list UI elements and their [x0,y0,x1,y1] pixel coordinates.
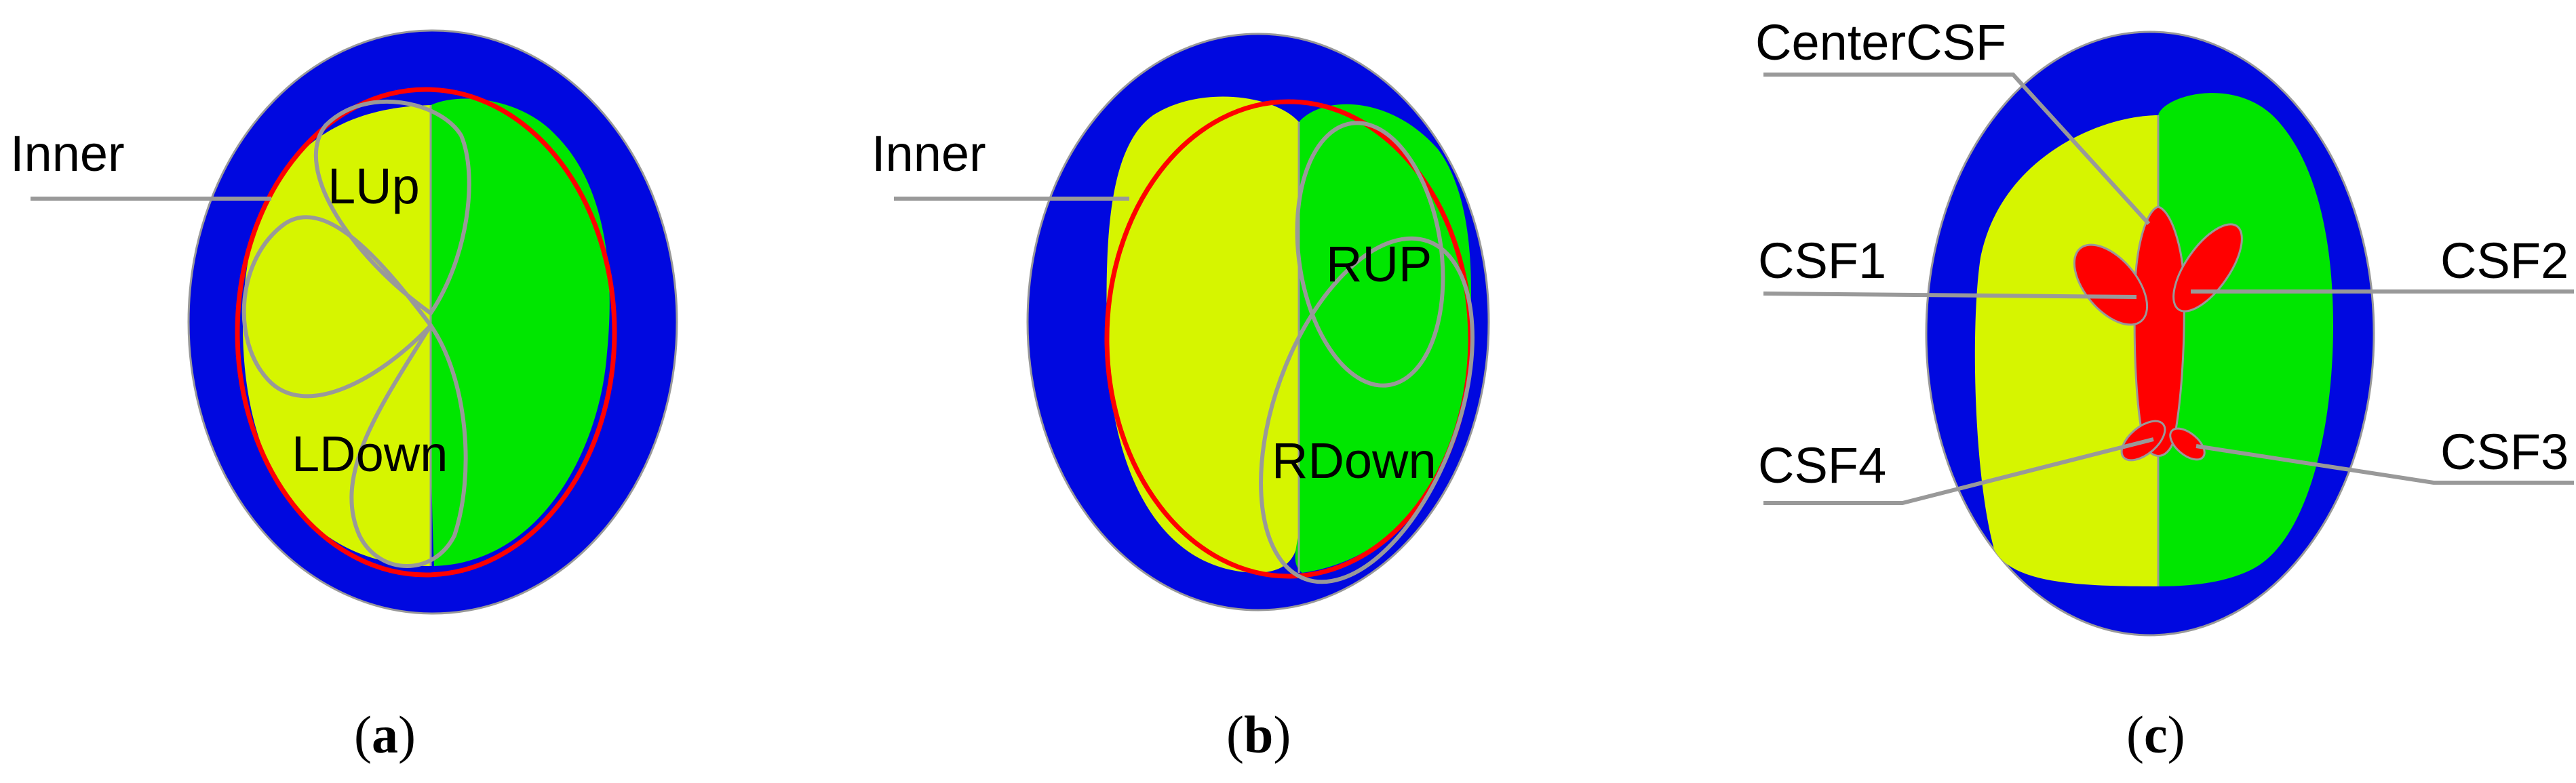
panel-c-csf1 [2073,243,2149,326]
panel-a-caption: (a) [354,705,416,764]
panel-c-label-csf4: CSF4 [1758,437,1886,494]
panel-b-label-rdown: RDown [1272,433,1437,489]
panel-c-left-hemisphere [1974,115,2158,586]
panel-b-caption: (b) [1226,705,1291,764]
panel-b-right-hemisphere [1295,104,1471,573]
panel-c-label-csf1: CSF1 [1758,233,1886,289]
panel-c-label-center: CenterCSF [1755,14,2006,71]
panel-a-label-inner: Inner [10,125,125,182]
panel-c-csf1-leader [1763,292,2137,299]
panel-c-right-hemisphere [2158,93,2333,586]
panel-c-csf3 [2169,427,2206,461]
panel-b-left-hemisphere [1106,96,1299,573]
panel-c-csf3-leader [2196,444,2574,485]
panel-c-label-csf3: CSF3 [2440,424,2569,480]
panel-a-left-loop [241,215,433,399]
panel-a-right-hemisphere [431,98,610,566]
panel-c-caption: (c) [2126,705,2185,764]
panel-c-csf4-leader [1763,437,2154,505]
panel-c-label-csf2: CSF2 [2440,233,2569,289]
panel-a-ldown-region [349,321,468,568]
panel-b-rup-region [1295,121,1445,388]
panel-c: CenterCSF CSF1 CSF2 CSF4 CSF3 (c) [1755,14,2574,764]
panel-a-label-lup: LUp [328,158,420,214]
panel-a-label-ldown: LDown [292,426,448,482]
panel-c-center-leader [1763,73,2151,226]
panel-b: Inner RUP RDown (b) [872,33,1490,764]
panel-a-lup-region [313,100,471,317]
panel-c-csf2 [2172,223,2243,313]
panel-a-inner-outline [235,87,617,578]
panel-b-rdown-region [1259,236,1475,584]
panel-a: Inner LUp LDown (a) [10,29,678,764]
panel-c-center-csf [2133,205,2185,457]
panel-b-label-rup: RUP [1326,236,1432,292]
panel-b-label-inner: Inner [872,125,986,182]
